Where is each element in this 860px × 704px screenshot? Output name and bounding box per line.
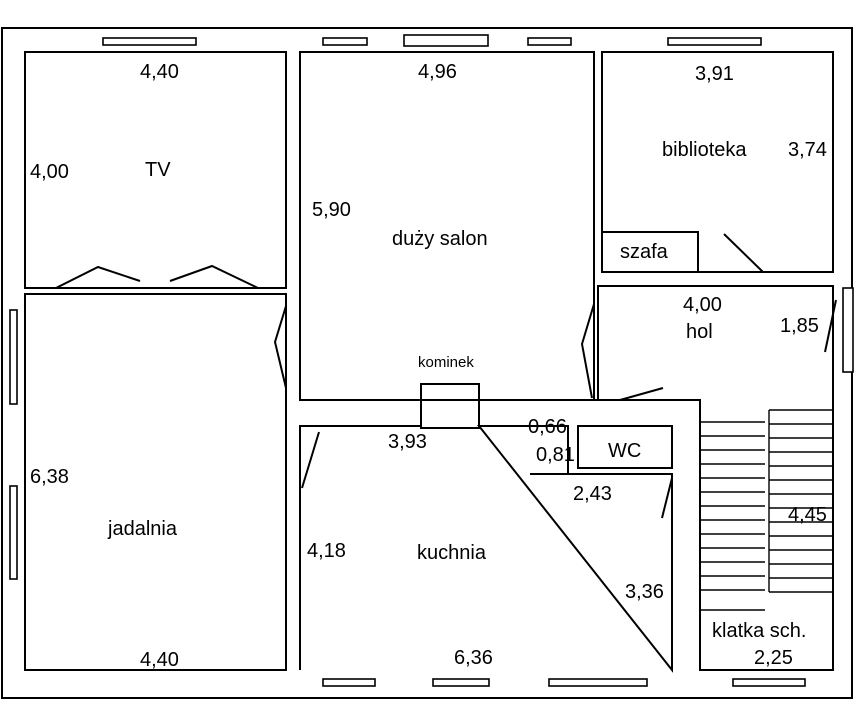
window-jadalnia-lower xyxy=(9,485,18,580)
label-salon-height: 5,90 xyxy=(312,199,351,221)
label-duzy-salon: duży salon xyxy=(392,228,488,250)
label-biblioteka-height: 3,74 xyxy=(788,139,827,161)
label-wc: WC xyxy=(608,440,641,462)
window-salon-center xyxy=(403,34,489,47)
door-hol-right xyxy=(824,299,837,353)
window-kuchnia-left xyxy=(322,678,376,687)
door-tv-left xyxy=(55,265,141,289)
room-klatka xyxy=(594,399,834,671)
room-tv xyxy=(24,51,287,289)
room-jadalnia xyxy=(24,293,287,671)
window-biblioteka xyxy=(667,37,762,46)
stairs-left-flight xyxy=(700,421,765,611)
label-biblioteka: biblioteka xyxy=(662,139,747,161)
label-biblioteka-width: 3,91 xyxy=(695,63,734,85)
label-klatka-length: 4,45 xyxy=(788,504,827,526)
label-jadalnia-width: 4,40 xyxy=(140,649,179,671)
window-klatka xyxy=(732,678,806,687)
label-tv-height: 4,00 xyxy=(30,161,69,183)
label-klatka: klatka sch. xyxy=(712,620,806,642)
label-kuchnia-side: 3,36 xyxy=(625,581,664,603)
window-jadalnia-upper xyxy=(9,309,18,405)
window-salon-right xyxy=(527,37,572,46)
room-wc xyxy=(577,425,673,469)
window-salon-left xyxy=(322,37,368,46)
room-kuchnia xyxy=(299,425,673,673)
label-klatka-width: 2,25 xyxy=(754,647,793,669)
door-kuchnia-right xyxy=(661,477,673,519)
door-kuchnia xyxy=(301,431,320,489)
label-tv-width: 4,40 xyxy=(140,61,179,83)
label-kuchnia-bottom: 6,36 xyxy=(454,647,493,669)
label-kuchnia: kuchnia xyxy=(417,542,487,564)
label-kuchnia-height: 4,18 xyxy=(307,540,346,562)
label-wc-width: 0,66 xyxy=(528,416,567,438)
room-biblioteka xyxy=(601,51,834,273)
window-hol xyxy=(842,287,854,373)
label-salon-width: 4,96 xyxy=(418,61,457,83)
door-tv-right xyxy=(169,264,259,289)
door-salon xyxy=(580,303,595,399)
door-jadalnia xyxy=(273,305,287,389)
label-hol-height: 1,85 xyxy=(780,315,819,337)
room-hol xyxy=(597,285,834,400)
label-kuchnia-width: 3,93 xyxy=(388,431,427,453)
label-jadalnia-height: 6,38 xyxy=(30,466,69,488)
label-jadalnia: jadalnia xyxy=(107,518,178,540)
window-kuchnia-right xyxy=(548,678,648,687)
label-wc-depth: 0,81 xyxy=(536,444,575,466)
label-szafa: szafa xyxy=(620,241,669,263)
label-hol-width: 4,00 xyxy=(683,294,722,316)
room-szafa xyxy=(601,231,699,273)
label-tv: TV xyxy=(145,159,171,181)
room-duzy-salon xyxy=(299,51,595,401)
fireplace xyxy=(420,383,480,429)
label-kuchnia-corner: 2,43 xyxy=(573,483,612,505)
window-kuchnia-center xyxy=(432,678,490,687)
label-kominek: kominek xyxy=(418,354,474,371)
door-biblioteka xyxy=(723,233,764,273)
door-hol-left xyxy=(619,387,664,401)
stairs-right-flight xyxy=(768,409,833,593)
window-tv xyxy=(102,37,197,46)
label-hol: hol xyxy=(686,321,713,343)
